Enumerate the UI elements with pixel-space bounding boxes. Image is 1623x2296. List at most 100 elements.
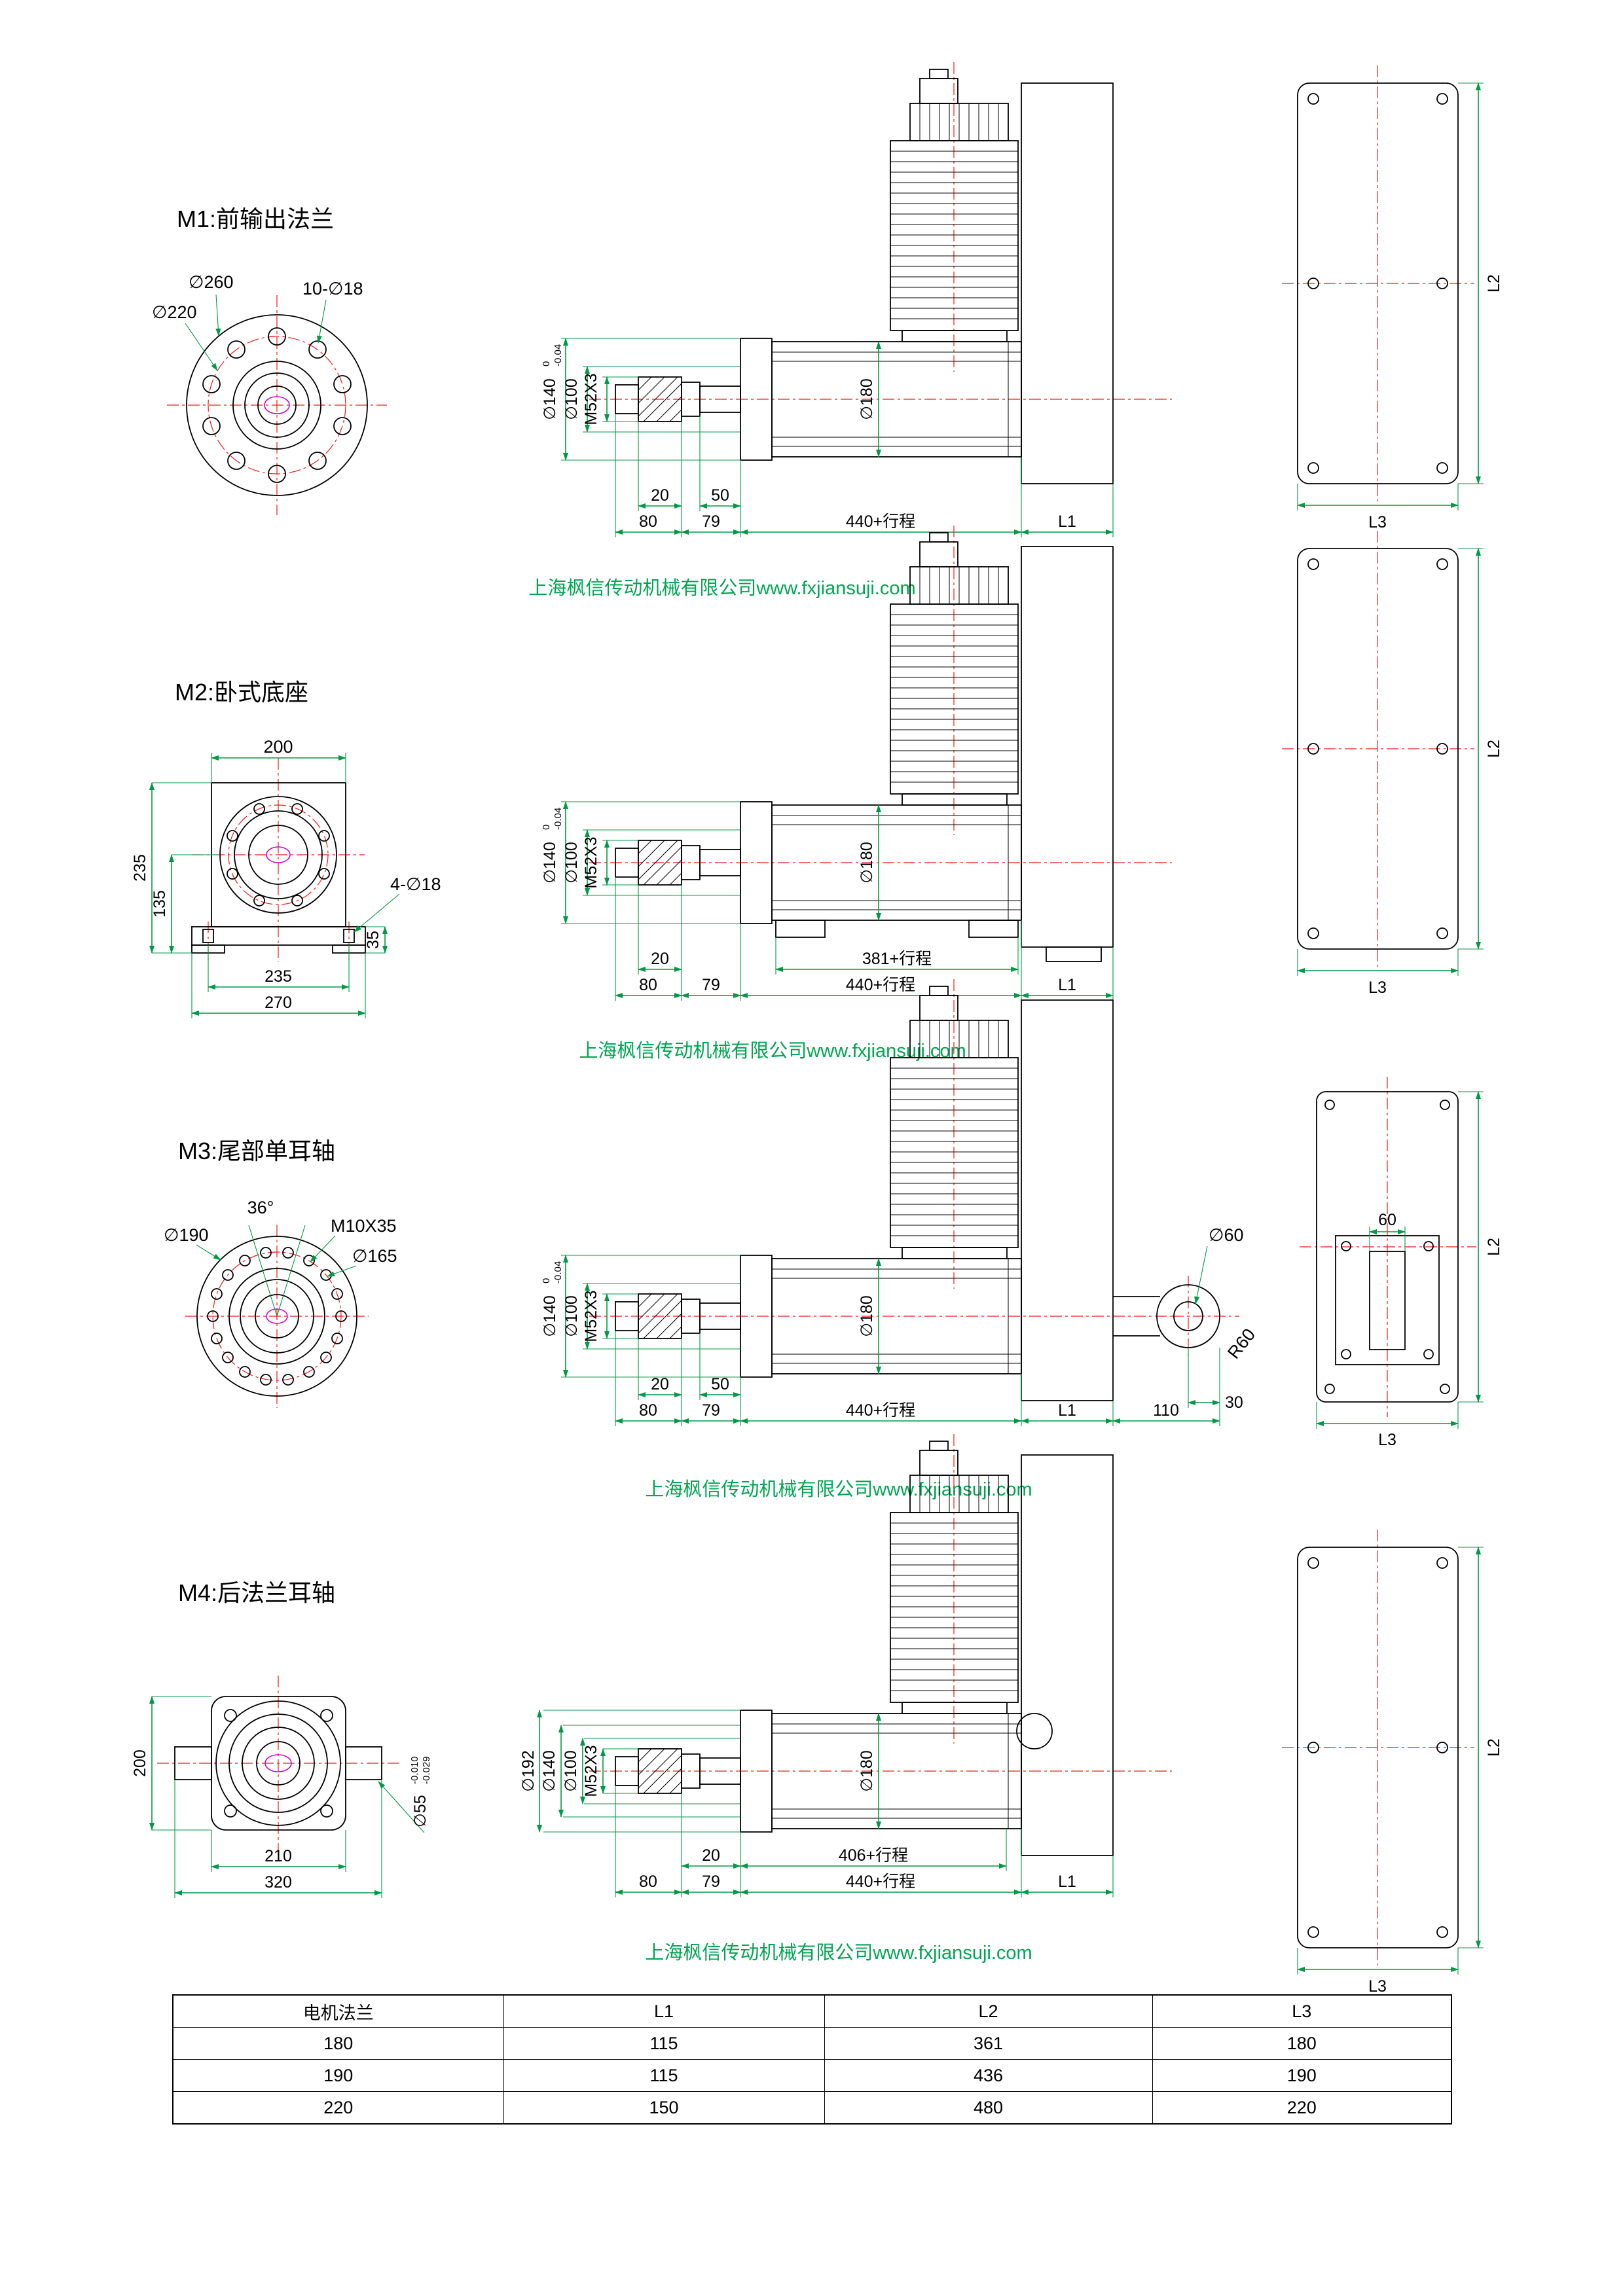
m3-dim-d140: ∅140 — [541, 1295, 559, 1337]
m3-watermark: 上海枫信传动机械有限公司www.fxjiansuji.com — [645, 1479, 1032, 1500]
table-row: 180 115 361 180 — [172, 2027, 1452, 2060]
section-m2: M2:卧式底座 — [131, 525, 1503, 1062]
m2-dim-holes: 4-∅18 — [390, 874, 441, 894]
m3-dim-d165: ∅165 — [352, 1246, 397, 1266]
m2-dim-200: 200 — [263, 737, 293, 757]
m1-watermark: 上海枫信传动机械有限公司www.fxjiansuji.com — [528, 577, 915, 599]
m2-base-view: 200 235 135 4-∅18 35 235 270 — [131, 737, 441, 1018]
m1-dim-d180: ∅180 — [858, 378, 876, 420]
table-cell: 115 — [503, 2059, 825, 2092]
m3-dim-angle: 36° — [247, 1198, 274, 1217]
m2-dim-35: 35 — [364, 931, 382, 949]
m3-slot — [1369, 1251, 1406, 1350]
m4-end-view: L2 L3 — [1282, 1530, 1503, 1996]
m1-actuator — [589, 62, 1173, 484]
m3-dim-l3: L3 — [1378, 1431, 1396, 1449]
m1-d140-tol-upper: 0 — [541, 361, 552, 367]
m1-front-flange-view: ∅260 ∅220 10-∅18 — [152, 272, 387, 515]
m3-dim-79: 79 — [702, 1401, 720, 1420]
m3-dim-20: 20 — [651, 1375, 669, 1393]
m2-dim-stroke381: 381+行程 — [862, 950, 932, 968]
table-cell: 361 — [824, 2027, 1153, 2060]
table-header-motor-flange: 电机法兰 — [172, 1994, 504, 2028]
m2-dim-l2: L2 — [1485, 740, 1503, 758]
m1-dim-d140: ∅140 — [541, 378, 559, 420]
m3-dim-l2: L2 — [1485, 1238, 1503, 1256]
m3-bolt-holes — [207, 1247, 347, 1386]
m3-dim-m52: M52X3 — [582, 1290, 600, 1342]
m2-plate-foot — [1046, 946, 1102, 962]
m4-trunnion-boss — [1016, 1713, 1053, 1749]
m2-title: M2:卧式底座 — [175, 679, 308, 706]
table-header-row: 电机法兰 L1 L2 L3 — [172, 1994, 1452, 2028]
m1-side-view: ∅140 0 -0.04 ∅100 M52X3 ∅180 20 50 80 79… — [541, 62, 1173, 537]
m4-dim-20: 20 — [702, 1846, 720, 1865]
m4-dim-stroke406: 406+行程 — [839, 1846, 908, 1865]
m1-dim-l2: L2 — [1485, 274, 1503, 293]
table-header-l1: L1 — [503, 1994, 825, 2028]
m2-dim-m52: M52X3 — [582, 836, 600, 888]
m4-dim-d180: ∅180 — [858, 1750, 876, 1792]
m4-watermark: 上海枫信传动机械有限公司www.fxjiansuji.com — [645, 1942, 1032, 1964]
m3-dim-d100: ∅100 — [562, 1295, 581, 1337]
m2-dim-235-h: 235 — [264, 967, 292, 986]
table-cell: 480 — [824, 2091, 1153, 2125]
dimension-table: 电机法兰 L1 L2 L3 180 115 361 180 190 115 43… — [172, 1994, 1452, 2125]
m1-dim-20: 20 — [651, 486, 669, 505]
m3-dim-d180: ∅180 — [858, 1295, 876, 1337]
m4-left-trunnion-pin — [174, 1746, 212, 1780]
m2-dim-l1: L1 — [1058, 976, 1076, 994]
table-cell: 150 — [503, 2091, 825, 2125]
m3-dim-60: 60 — [1378, 1211, 1396, 1229]
m1-dim-stroke440: 440+行程 — [846, 512, 915, 531]
m2-d140-tol-lower: -0.04 — [553, 808, 564, 830]
m3-dim-stroke440: 440+行程 — [846, 1401, 915, 1420]
table-cell: 115 — [503, 2027, 825, 2060]
table-cell: 190 — [172, 2059, 504, 2092]
table-cell: 190 — [1152, 2059, 1452, 2092]
m1-dim-80: 80 — [639, 512, 657, 531]
m2-dim-270: 270 — [264, 994, 292, 1012]
m4-title: M4:后法兰耳轴 — [178, 1579, 335, 1606]
m3-dim-30: 30 — [1225, 1393, 1243, 1412]
m2-end-view: L2 L3 — [1282, 531, 1503, 997]
m2-dim-80: 80 — [639, 976, 657, 994]
m3-dim-d190: ∅190 — [164, 1225, 209, 1245]
m4-dim-d192: ∅192 — [519, 1750, 538, 1792]
m3-dim-110: 110 — [1153, 1401, 1179, 1420]
m3-dim-m10x35: M10X35 — [331, 1216, 397, 1236]
m4-dim-200: 200 — [131, 1749, 149, 1777]
table-row: 190 115 436 190 — [172, 2059, 1452, 2092]
m1-dim-outer-diameter: ∅260 — [189, 272, 234, 292]
m4-dim-79: 79 — [702, 1873, 720, 1891]
m4-side-view: ∅192 ∅140 ∅100 M52X3 ∅180 20 406+行程 80 7… — [519, 1433, 1173, 1897]
m1-end-view: L2 L3 — [1282, 65, 1503, 531]
section-m4: M4:后法兰耳轴 200 210 320 ∅55 -0.010 -0.029 — [131, 1433, 1503, 1996]
m3-title: M3:尾部单耳轴 — [178, 1138, 335, 1164]
m2-front-foot — [775, 920, 826, 938]
table-cell: 220 — [172, 2091, 504, 2125]
m2-side-view: ∅140 0 -0.04 ∅100 M52X3 ∅180 20 381+行程 8… — [541, 525, 1173, 1001]
m2-dim-stroke440: 440+行程 — [846, 976, 915, 994]
m2-watermark: 上海枫信传动机械有限公司www.fxjiansuji.com — [579, 1040, 966, 1062]
m4-dim-80: 80 — [639, 1873, 657, 1891]
m2-dim-135: 135 — [151, 890, 169, 918]
table-header-l3: L3 — [1152, 1994, 1452, 2028]
m1-dim-50: 50 — [711, 486, 729, 505]
m2-dim-l3: L3 — [1368, 978, 1387, 997]
m1-dim-l1: L1 — [1058, 512, 1076, 531]
table-cell: 220 — [1152, 2091, 1452, 2125]
m3-eye-hole — [1173, 1301, 1203, 1331]
m3-dim-r60: R60 — [1224, 1325, 1259, 1363]
m1-dim-d100: ∅100 — [562, 378, 581, 420]
m2-dim-235-v: 235 — [131, 854, 149, 882]
m4-right-trunnion-pin — [345, 1746, 382, 1780]
m4-rear-flange-view: 200 210 320 ∅55 -0.010 -0.029 — [131, 1676, 432, 1898]
m3-dim-l1: L1 — [1058, 1401, 1076, 1420]
m4-dim-l2: L2 — [1485, 1738, 1503, 1757]
m1-dim-bolt-circle: ∅220 — [152, 302, 197, 322]
m3-dim-50: 50 — [711, 1375, 729, 1393]
m1-d140-tol-lower: -0.04 — [553, 344, 564, 367]
m2-dim-d100: ∅100 — [562, 842, 581, 884]
